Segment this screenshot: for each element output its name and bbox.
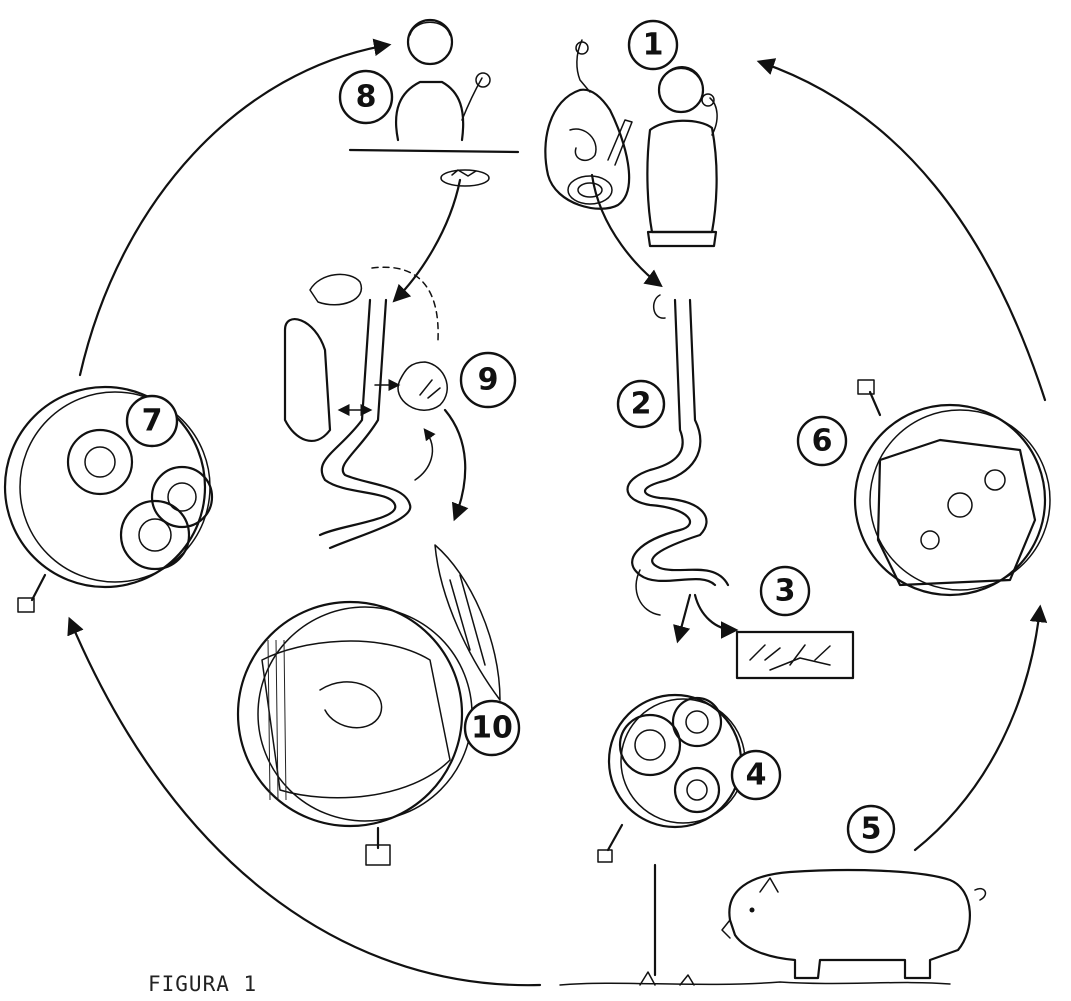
figure-caption: FIGURA 1 (148, 972, 257, 996)
stage-4-badge: 4 (732, 751, 780, 799)
stage-6-badge: 6 (798, 417, 846, 465)
pig-illustration (560, 865, 985, 985)
stage-2-number: 2 (631, 387, 652, 422)
stage-7-badge: 7 (127, 396, 177, 446)
stage-5-number: 5 (861, 812, 882, 847)
cycle-arrows (70, 45, 1045, 985)
stage-8-number: 8 (356, 80, 377, 115)
stage-2-badge: 2 (618, 381, 664, 427)
stage-9-number: 9 (478, 363, 499, 398)
stage-1-badge: 1 (629, 21, 677, 69)
eggs-magnifier-4 (598, 695, 745, 862)
stage-9-badge: 9 (461, 353, 515, 407)
stage-8-badge: 8 (340, 71, 392, 123)
stage-1-number: 1 (643, 28, 664, 63)
arrow-6-to-1 (760, 62, 1045, 400)
eggs-magnifier-7 (5, 387, 212, 612)
stage-6-number: 6 (812, 424, 833, 459)
stage-10-number: 10 (471, 711, 513, 746)
muscle-magnifier-10 (238, 545, 500, 865)
tissue-sample-illustration (737, 632, 853, 678)
stage-4-number: 4 (746, 758, 767, 793)
stage-7-number: 7 (142, 404, 163, 439)
arrow-5-to-6 (915, 608, 1040, 850)
stage-3-number: 3 (775, 574, 796, 609)
stage-3-badge: 3 (761, 567, 809, 615)
stage-5-badge: 5 (848, 806, 894, 852)
ham-and-man-illustration (545, 40, 717, 246)
human-organs-illustration (285, 180, 465, 548)
stage-10-badge: 10 (465, 701, 519, 755)
tissue-magnifier-6 (855, 380, 1050, 595)
